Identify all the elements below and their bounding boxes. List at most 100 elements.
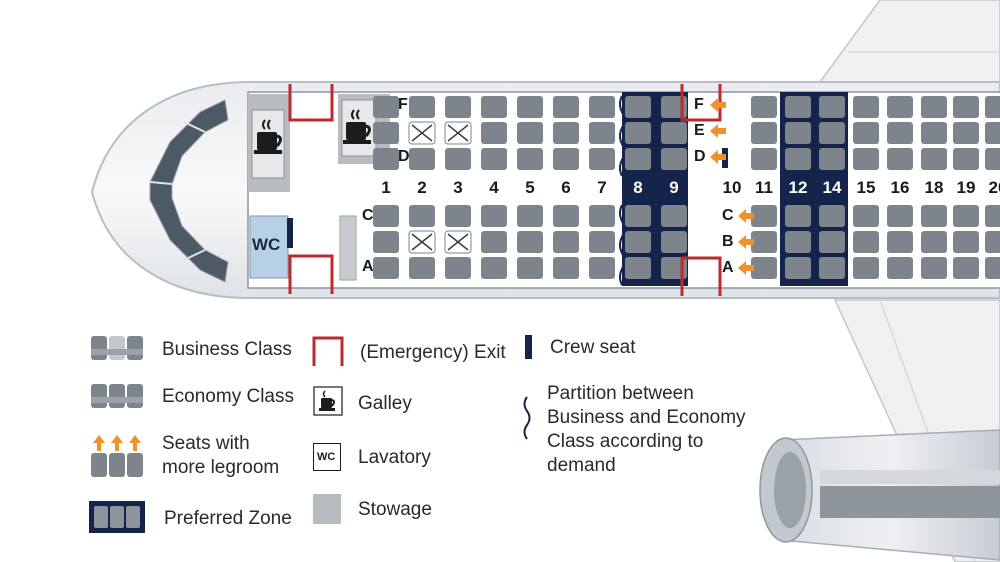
seat[interactable] [819, 122, 845, 144]
seat[interactable] [517, 122, 543, 144]
seat[interactable] [751, 231, 777, 253]
seat[interactable] [661, 205, 687, 227]
seat[interactable] [661, 122, 687, 144]
seat[interactable] [589, 148, 615, 170]
seat[interactable] [625, 205, 651, 227]
seat[interactable] [661, 148, 687, 170]
seat[interactable] [853, 231, 879, 253]
seat[interactable] [517, 231, 543, 253]
seat[interactable] [921, 122, 947, 144]
seat[interactable] [887, 122, 913, 144]
seat[interactable] [751, 122, 777, 144]
seat[interactable] [589, 205, 615, 227]
seat[interactable] [373, 148, 399, 170]
seat[interactable] [625, 96, 651, 118]
row-number: 6 [561, 178, 571, 197]
seat[interactable] [785, 231, 811, 253]
seat[interactable] [625, 231, 651, 253]
seat[interactable] [409, 96, 435, 118]
seat[interactable] [853, 122, 879, 144]
seat[interactable] [373, 122, 399, 144]
seat[interactable] [445, 257, 471, 279]
seat[interactable] [887, 148, 913, 170]
seat[interactable] [819, 148, 845, 170]
seat[interactable] [481, 96, 507, 118]
row-number: 19 [956, 178, 976, 197]
seat[interactable] [921, 148, 947, 170]
seat[interactable] [853, 205, 879, 227]
seat[interactable] [553, 257, 579, 279]
seat[interactable] [589, 257, 615, 279]
seat[interactable] [661, 231, 687, 253]
seat[interactable] [589, 231, 615, 253]
seat[interactable] [887, 257, 913, 279]
seat[interactable] [985, 205, 1000, 227]
seat[interactable] [785, 122, 811, 144]
seat[interactable] [553, 96, 579, 118]
seat[interactable] [921, 257, 947, 279]
seat[interactable] [819, 205, 845, 227]
seat[interactable] [921, 205, 947, 227]
seat[interactable] [589, 96, 615, 118]
seat[interactable] [517, 257, 543, 279]
seat[interactable] [409, 148, 435, 170]
seat[interactable] [373, 231, 399, 253]
seat[interactable] [517, 148, 543, 170]
seat[interactable] [953, 205, 979, 227]
seat[interactable] [819, 96, 845, 118]
seat[interactable] [481, 122, 507, 144]
seat[interactable] [517, 96, 543, 118]
seat[interactable] [785, 96, 811, 118]
seat[interactable] [985, 231, 1000, 253]
upper-wing [818, 0, 1000, 83]
seat[interactable] [985, 148, 1000, 170]
seat[interactable] [445, 96, 471, 118]
seat[interactable] [853, 257, 879, 279]
seat[interactable] [481, 205, 507, 227]
seat[interactable] [953, 257, 979, 279]
seat[interactable] [517, 205, 543, 227]
seat[interactable] [409, 257, 435, 279]
seat[interactable] [985, 257, 1000, 279]
seat[interactable] [953, 122, 979, 144]
seat[interactable] [887, 205, 913, 227]
seat[interactable] [819, 231, 845, 253]
seat[interactable] [921, 231, 947, 253]
seat[interactable] [481, 231, 507, 253]
seat[interactable] [373, 96, 399, 118]
seat[interactable] [785, 148, 811, 170]
seat[interactable] [819, 257, 845, 279]
seat[interactable] [785, 205, 811, 227]
seat[interactable] [785, 257, 811, 279]
seat[interactable] [853, 96, 879, 118]
seat[interactable] [553, 122, 579, 144]
seat[interactable] [953, 148, 979, 170]
seat[interactable] [751, 257, 777, 279]
seat[interactable] [751, 205, 777, 227]
seat[interactable] [853, 148, 879, 170]
seat[interactable] [953, 96, 979, 118]
seat[interactable] [625, 122, 651, 144]
seat[interactable] [553, 231, 579, 253]
seat[interactable] [751, 148, 777, 170]
seat[interactable] [589, 122, 615, 144]
seat[interactable] [553, 205, 579, 227]
seat[interactable] [625, 148, 651, 170]
seat[interactable] [953, 231, 979, 253]
seat[interactable] [985, 122, 1000, 144]
seat[interactable] [445, 205, 471, 227]
seat[interactable] [985, 96, 1000, 118]
seat[interactable] [445, 148, 471, 170]
seat[interactable] [373, 205, 399, 227]
seat[interactable] [373, 257, 399, 279]
seat[interactable] [751, 96, 777, 118]
seat[interactable] [625, 257, 651, 279]
seat[interactable] [553, 148, 579, 170]
row-number: 14 [822, 178, 842, 197]
seat[interactable] [921, 96, 947, 118]
seat[interactable] [409, 205, 435, 227]
seat[interactable] [481, 148, 507, 170]
seat[interactable] [887, 96, 913, 118]
seat[interactable] [887, 231, 913, 253]
seat[interactable] [481, 257, 507, 279]
